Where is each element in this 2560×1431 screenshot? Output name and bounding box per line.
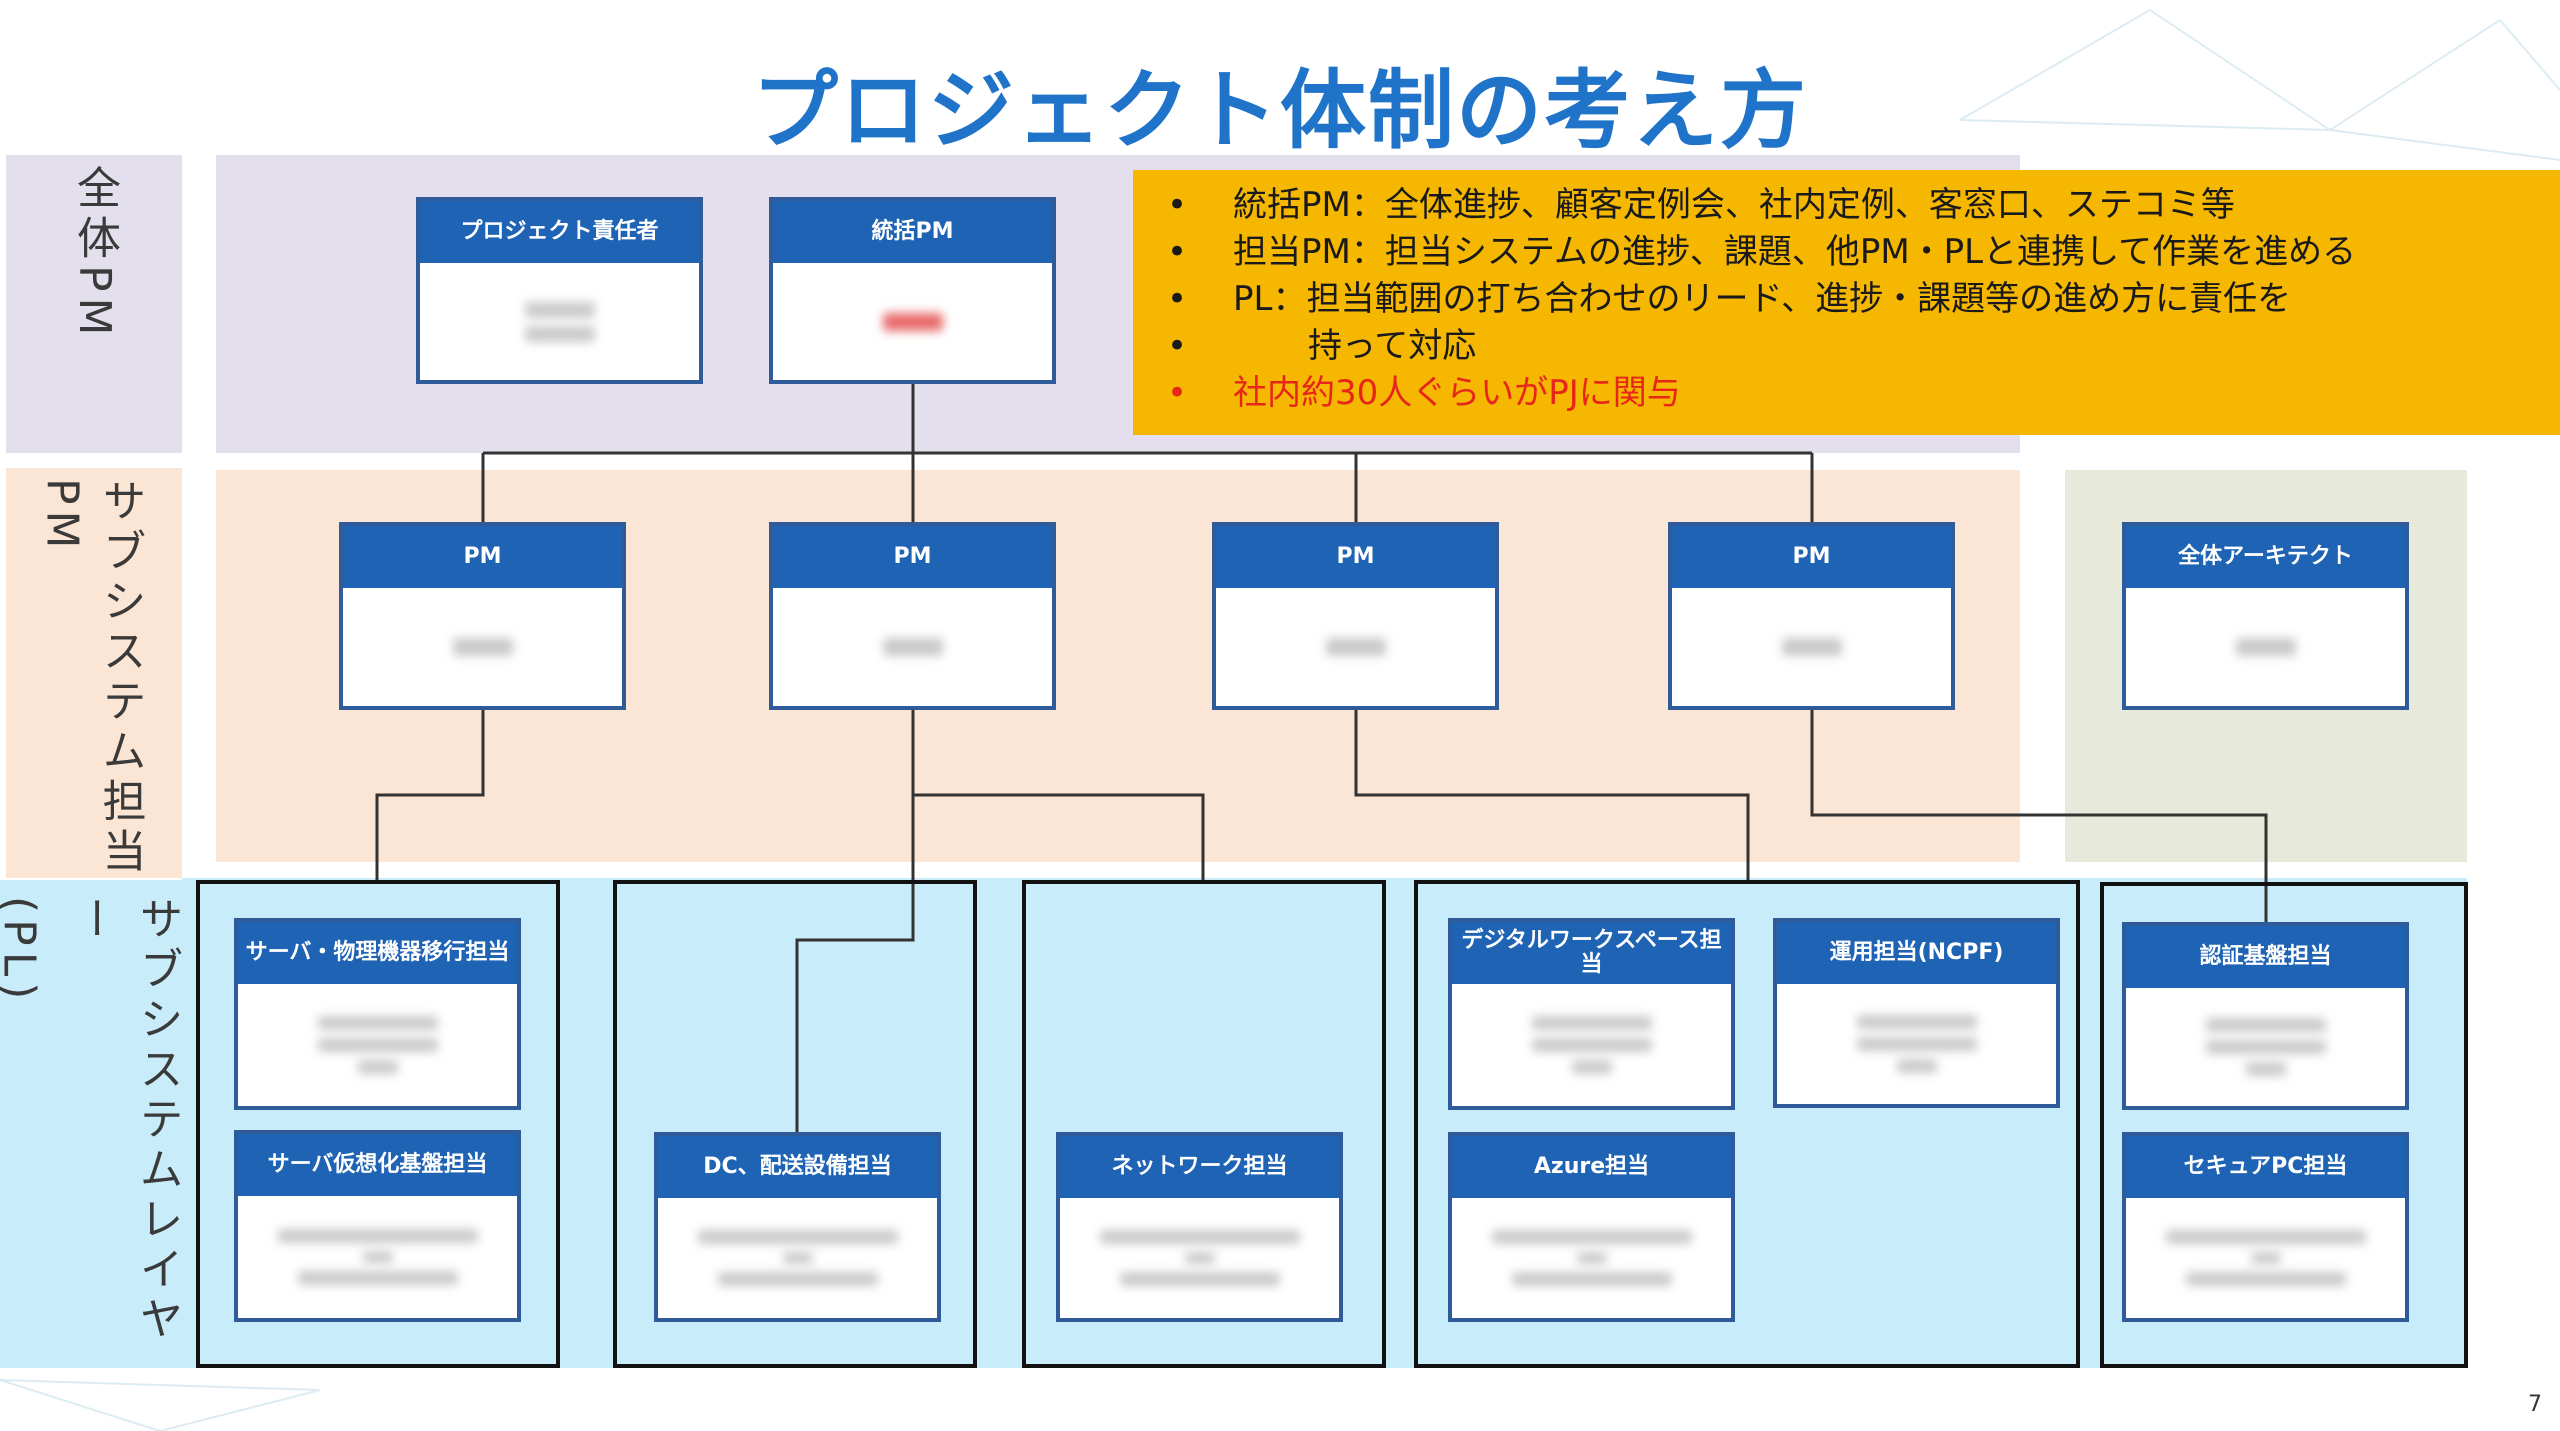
redacted-content — [773, 588, 1052, 706]
pl-group-3 — [1022, 880, 1386, 1368]
pl-box-digital-workspace: デジタルワークスペース担当 — [1448, 918, 1735, 1110]
pl-box-secure-pc: セキュアPC担当 — [2122, 1132, 2409, 1322]
pl-box-operations: 運用担当(NCPF) — [1773, 918, 2060, 1108]
pm-box-title: PM — [773, 526, 1052, 588]
layer-label-middle-text: サブシステム担当PM — [36, 478, 146, 878]
architect-box: 全体アーキテクト — [2122, 522, 2409, 710]
layer-label-bottom-sub: (PL) — [0, 896, 45, 1006]
pl-box-title: デジタルワークスペース担当 — [1452, 922, 1731, 984]
page-title: プロジェクト体制の考え方 — [752, 61, 1808, 161]
redacted-content — [658, 1198, 937, 1318]
redacted-content — [238, 984, 517, 1106]
architect-box-title: 全体アーキテクト — [2126, 526, 2405, 588]
pl-box-server-migration: サーバ・物理機器移行担当 — [234, 918, 521, 1110]
pm-box-title: PM — [1216, 526, 1495, 588]
note-item-continuation: 持って対応 — [1153, 323, 2560, 370]
pl-box-azure: Azure担当 — [1448, 1132, 1735, 1322]
project-owner-title: プロジェクト責任者 — [420, 201, 699, 263]
note-item-continuation-text: 持って対応 — [1308, 326, 1477, 366]
redacted-content — [1060, 1198, 1339, 1318]
redacted-content — [2126, 1198, 2405, 1318]
pl-group-1 — [196, 880, 560, 1368]
notes-list: 統括PM：全体進捗、顧客定例会、社内定例、客窓口、ステコミ等 担当PM：担当シス… — [1153, 182, 2560, 417]
notes-box: 統括PM：全体進捗、顧客定例会、社内定例、客窓口、ステコミ等 担当PM：担当シス… — [1133, 170, 2560, 435]
pl-group-5 — [2100, 882, 2468, 1368]
layer-label-middle: サブシステム担当PM — [6, 468, 182, 878]
redacted-content — [1777, 984, 2056, 1104]
overall-pm-title: 統括PM — [773, 201, 1052, 263]
project-owner-box: プロジェクト責任者 — [416, 197, 703, 384]
pl-box-title: サーバ・物理機器移行担当 — [238, 922, 517, 984]
note-item: 統括PM：全体進捗、顧客定例会、社内定例、客窓口、ステコミ等 — [1153, 182, 2560, 229]
pl-box-title: DC、配送設備担当 — [658, 1136, 937, 1198]
pm-box-1: PM — [339, 522, 626, 710]
pl-box-title: 認証基盤担当 — [2126, 926, 2405, 988]
layer-label-bottom-text: サブシステムレイヤー — [67, 896, 183, 1346]
redacted-content — [2126, 588, 2405, 706]
overall-pm-box: 統括PM — [769, 197, 1056, 384]
pm-box-2: PM — [769, 522, 1056, 710]
pl-box-title: 運用担当(NCPF) — [1777, 922, 2056, 984]
redacted-content — [1216, 588, 1495, 706]
redacted-content — [1452, 984, 1731, 1106]
pm-box-title: PM — [1672, 526, 1951, 588]
redacted-content — [1672, 588, 1951, 706]
layer-label-top: 全体PM — [6, 155, 182, 453]
pl-box-dc-delivery: DC、配送設備担当 — [654, 1132, 941, 1322]
pl-box-title: セキュアPC担当 — [2126, 1136, 2405, 1198]
pl-box-title: ネットワーク担当 — [1060, 1136, 1339, 1198]
redacted-content — [238, 1196, 517, 1318]
pl-box-authentication: 認証基盤担当 — [2122, 922, 2409, 1110]
note-item: PL：担当範囲の打ち合わせのリード、進捗・課題等の進め方に責任を — [1153, 276, 2560, 323]
note-item: 担当PM：担当システムの進捗、課題、他PM・PLと連携して作業を進める — [1153, 229, 2560, 276]
pl-box-server-virtualization: サーバ仮想化基盤担当 — [234, 1130, 521, 1322]
pm-box-4: PM — [1668, 522, 1955, 710]
redacted-content — [773, 263, 1052, 380]
redacted-content — [343, 588, 622, 706]
layer-label-top-text: 全体PM — [69, 165, 120, 342]
page-number: 7 — [2528, 1392, 2542, 1417]
redacted-content — [420, 263, 699, 380]
pl-box-title: サーバ仮想化基盤担当 — [238, 1134, 517, 1196]
pl-group-4 — [1414, 880, 2080, 1368]
note-item-highlight: 社内約30人ぐらいがPJに関与 — [1153, 370, 2560, 417]
pl-box-title: Azure担当 — [1452, 1136, 1731, 1198]
layer-label-bottom: サブシステムレイヤー (PL) — [0, 880, 183, 1368]
pl-group-2 — [613, 880, 977, 1368]
pm-box-3: PM — [1212, 522, 1499, 710]
redacted-content — [1452, 1198, 1731, 1318]
pm-box-title: PM — [343, 526, 622, 588]
redacted-content — [2126, 988, 2405, 1106]
pl-box-network: ネットワーク担当 — [1056, 1132, 1343, 1322]
